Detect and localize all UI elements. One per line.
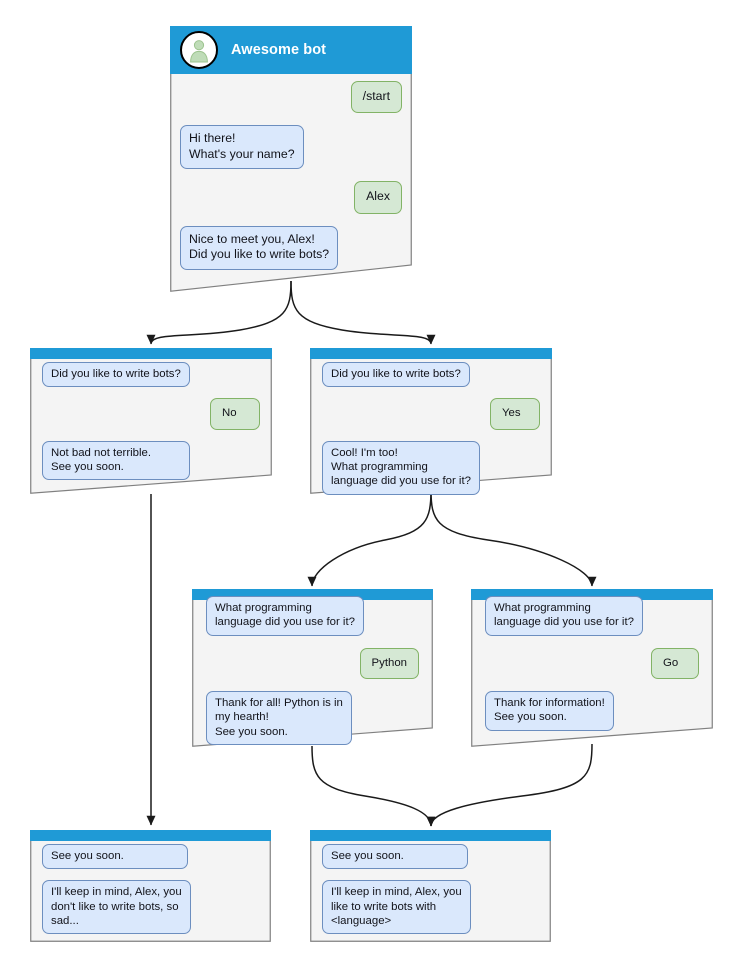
- message-list: What programming language did you use fo…: [471, 596, 713, 731]
- message-row: Hi there! What's your name?: [180, 125, 402, 170]
- chat-header: Awesome bot: [170, 26, 412, 74]
- bot-message-bubble[interactable]: I'll keep in mind, Alex, you like to wri…: [322, 880, 471, 935]
- message-list: Did you like to write bots? No Not bad n…: [30, 362, 272, 481]
- user-message-bubble[interactable]: Python: [359, 647, 419, 680]
- bot-message-bubble[interactable]: I'll keep in mind, Alex, you don't like …: [42, 880, 191, 935]
- message-list: What programming language did you use fo…: [192, 596, 433, 746]
- message-list: /start Hi there! What's your name? Alex …: [170, 81, 412, 270]
- chat-header: [471, 589, 713, 600]
- bot-message-bubble[interactable]: Did you like to write bots?: [42, 362, 190, 388]
- message-row: Cool! I'm too! What programming language…: [322, 440, 540, 495]
- message-row: Yes: [322, 398, 540, 430]
- chat-header: [192, 589, 433, 600]
- node-end-screen-likes-bots[interactable]: See you soon. I'll keep in mind, Alex, y…: [310, 830, 551, 942]
- user-avatar-icon: [180, 31, 218, 69]
- message-row: Did you like to write bots?: [322, 362, 540, 388]
- message-row: Did you like to write bots?: [42, 362, 260, 388]
- node-answer-go-screen[interactable]: What programming language did you use fo…: [471, 589, 713, 747]
- user-message-bubble[interactable]: /start: [350, 81, 402, 114]
- message-row: Thank for all! Python is in my hearth! S…: [206, 691, 419, 746]
- bot-message-bubble[interactable]: Hi there! What's your name?: [180, 125, 304, 170]
- node-start-screen[interactable]: Awesome bot /start Hi there! What's your…: [170, 26, 412, 292]
- edge-go-to-end: [426, 743, 593, 827]
- bot-message-bubble[interactable]: See you soon.: [322, 844, 468, 870]
- edge-python-to-end: [311, 745, 436, 827]
- bot-message-bubble[interactable]: Cool! I'm too! What programming language…: [322, 440, 480, 495]
- message-row: No: [42, 398, 260, 430]
- message-row: What programming language did you use fo…: [485, 596, 699, 636]
- message-row: Python: [206, 647, 419, 680]
- bot-message-bubble[interactable]: Nice to meet you, Alex! Did you like to …: [180, 225, 339, 270]
- bot-message-bubble[interactable]: What programming language did you use fo…: [485, 596, 643, 636]
- bot-message-bubble[interactable]: See you soon.: [42, 844, 188, 870]
- message-row: Nice to meet you, Alex! Did you like to …: [180, 225, 402, 270]
- node-answer-no-screen[interactable]: Did you like to write bots? No Not bad n…: [30, 348, 272, 494]
- message-list: Did you like to write bots? Yes Cool! I'…: [310, 362, 552, 495]
- bot-message-bubble[interactable]: Thank for all! Python is in my hearth! S…: [206, 691, 352, 746]
- message-row: Go: [485, 647, 699, 680]
- node-end-screen-no-bots[interactable]: See you soon. I'll keep in mind, Alex, y…: [30, 830, 271, 942]
- bot-name-label: Awesome bot: [231, 42, 327, 58]
- node-answer-yes-screen[interactable]: Did you like to write bots? Yes Cool! I'…: [310, 348, 552, 495]
- message-list: See you soon. I'll keep in mind, Alex, y…: [310, 844, 551, 935]
- user-message-bubble[interactable]: Alex: [354, 181, 402, 214]
- message-row: Thank for information! See you soon.: [485, 691, 699, 731]
- user-message-bubble[interactable]: Go: [651, 647, 699, 680]
- edge-yes-to-go: [430, 489, 597, 587]
- bot-message-bubble[interactable]: What programming language did you use fo…: [206, 596, 364, 636]
- node-answer-python-screen[interactable]: What programming language did you use fo…: [192, 589, 433, 747]
- message-row: /start: [180, 81, 402, 114]
- message-row: See you soon.: [322, 844, 539, 870]
- message-list: See you soon. I'll keep in mind, Alex, y…: [30, 844, 271, 935]
- bot-message-bubble[interactable]: Did you like to write bots?: [322, 362, 470, 388]
- message-row: Alex: [180, 181, 402, 214]
- message-row: I'll keep in mind, Alex, you like to wri…: [322, 880, 539, 935]
- chat-header: [310, 830, 551, 841]
- bot-message-bubble[interactable]: Not bad not terrible. See you soon.: [42, 440, 190, 481]
- chat-header: [30, 830, 271, 841]
- message-row: See you soon.: [42, 844, 259, 870]
- chat-header: [30, 348, 272, 359]
- message-row: Not bad not terrible. See you soon.: [42, 440, 260, 481]
- user-message-bubble[interactable]: Yes: [490, 398, 540, 430]
- user-message-bubble[interactable]: No: [210, 398, 260, 430]
- bot-message-bubble[interactable]: Thank for information! See you soon.: [485, 691, 614, 731]
- chat-header: [310, 348, 552, 359]
- message-row: I'll keep in mind, Alex, you don't like …: [42, 880, 259, 935]
- message-row: What programming language did you use fo…: [206, 596, 419, 636]
- edge-yes-to-python: [307, 489, 432, 587]
